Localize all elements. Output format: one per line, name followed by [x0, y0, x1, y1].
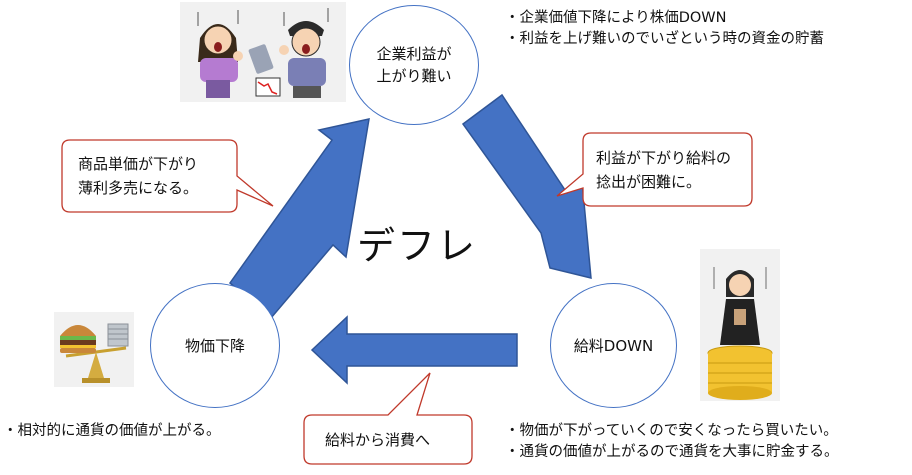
note-bottom-right-line2: ・通貨の価値が上がるので通貨を大事に貯金する。	[505, 444, 839, 460]
node-right-salary: 給料DOWN	[550, 283, 677, 408]
callout-left-text: 商品単価が下がり 薄利多売になる。	[78, 152, 198, 200]
callout-left-shape	[61, 139, 274, 213]
node-top-profit: 企業利益が 上がり難い	[349, 5, 479, 125]
note-bottom-left: ・相対的に通貨の価値が上がる。	[3, 421, 221, 442]
arrow-to-top	[228, 118, 370, 320]
note-top-right-line1: ・企業価値下降により株価DOWN	[505, 10, 727, 26]
callout-bottom-line1: 給料から消費へ	[325, 431, 431, 449]
callout-bottom-text: 給料から消費へ	[325, 428, 430, 452]
callout-right-text: 利益が下がり給料の 捻出が困難に。	[596, 146, 731, 194]
callout-right-line1: 利益が下がり給料の	[596, 149, 732, 167]
burger-and-coins-scale-icon	[54, 312, 134, 387]
note-top-right: ・企業価値下降により株価DOWN ・利益を上げ難いのでいざという時の資金の貯蓄	[505, 8, 824, 50]
node-left-text: 物価下降	[184, 336, 245, 355]
node-top-line2: 上がり難い	[376, 67, 452, 85]
callout-right-line2: 捻出が困難に。	[596, 173, 702, 191]
node-right-text: 給料DOWN	[573, 336, 654, 355]
node-top-line1: 企業利益が	[376, 45, 452, 63]
note-bottom-right-line1: ・物価が下がっていくので安くなったら買いたい。	[505, 423, 838, 439]
callout-left-line1: 商品単価が下がり	[78, 155, 199, 173]
worried-woman-on-coins-icon	[700, 249, 780, 401]
callout-right-shape	[556, 132, 753, 207]
panicking-couple-icon	[180, 2, 346, 102]
note-top-right-line2: ・利益を上げ難いのでいざという時の資金の貯蓄	[505, 31, 824, 47]
node-left-price: 物価下降	[150, 283, 280, 408]
arrow-to-right	[461, 93, 592, 279]
note-bottom-left-line1: ・相対的に通貨の価値が上がる。	[3, 423, 221, 439]
arrow-to-left	[310, 315, 518, 385]
callout-left-line2: 薄利多売になる。	[78, 179, 199, 197]
callout-bottom-shape	[303, 372, 473, 465]
center-label: デフレ	[357, 224, 478, 268]
note-bottom-right: ・物価が下がっていくので安くなったら買いたい。 ・通貨の価値が上がるので通貨を大…	[505, 421, 839, 463]
